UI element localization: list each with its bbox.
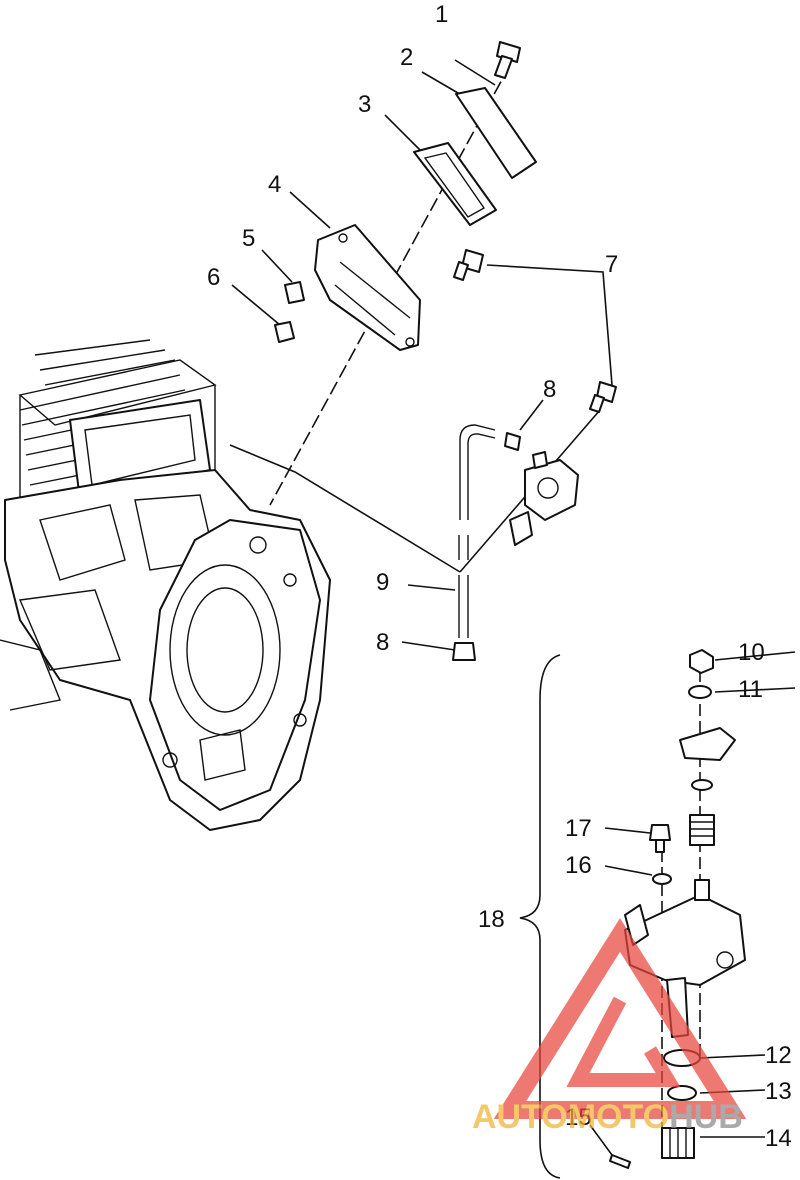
callout-8-upper: 8 <box>543 376 556 403</box>
callout-13: 13 <box>765 1078 792 1105</box>
part-insert-6 <box>274 321 295 343</box>
watermark-auto: AUTO <box>472 1098 568 1136</box>
watermark-hub: HUB <box>669 1098 743 1136</box>
part-hose-bend <box>459 424 496 520</box>
callout-18: 18 <box>478 906 505 933</box>
part-pump-lever <box>679 727 736 761</box>
part-seal-13 <box>667 1085 697 1101</box>
callout-5: 5 <box>242 225 255 252</box>
part-clamp-8-upper <box>504 432 521 451</box>
svg-text:AUTOMOTOHUB: AUTOMOTOHUB <box>472 1098 743 1136</box>
watermark-moto: MOTO <box>568 1098 669 1136</box>
engine-block <box>0 339 331 831</box>
callout-9: 9 <box>376 569 389 596</box>
callout-labels: 1 2 3 4 5 6 7 8 9 8 10 11 17 16 18 12 13… <box>207 1 792 1152</box>
part-pump-housing <box>509 451 579 546</box>
part-oil-reservoir-4 <box>314 224 421 351</box>
part-clamp-8-lower <box>452 642 476 661</box>
part-washer-11 <box>688 685 712 699</box>
part-pin-15 <box>609 1154 631 1169</box>
watermark-triangle-icon <box>493 918 747 1119</box>
callout-10: 10 <box>738 639 765 666</box>
callout-1: 1 <box>435 1 448 28</box>
part-bolt-7 <box>453 249 617 413</box>
callout-12: 12 <box>765 1042 792 1069</box>
automotohub-watermark: AUTOMOTOHUB <box>472 918 747 1136</box>
callout-6: 6 <box>207 264 220 291</box>
callout-11: 11 <box>738 676 763 703</box>
part-spring <box>689 814 715 846</box>
callout-14: 14 <box>765 1125 792 1152</box>
part-hose-9 <box>458 535 469 638</box>
part-cover-plate-2 <box>455 87 537 179</box>
callout-7: 7 <box>605 251 618 278</box>
callout-8-lower: 8 <box>376 629 389 656</box>
callout-17: 17 <box>565 815 592 842</box>
callout-4: 4 <box>268 171 281 198</box>
part-washer-16 <box>652 873 672 885</box>
callout-2: 2 <box>400 44 413 71</box>
part-nut-10 <box>689 649 714 674</box>
callout-16: 16 <box>565 852 592 879</box>
callout-3: 3 <box>358 91 371 118</box>
part-bushing-5 <box>284 281 305 304</box>
part-gear-14 <box>661 1127 695 1159</box>
part-bolt-1 <box>494 41 521 79</box>
part-gasket-3 <box>413 142 497 226</box>
part-bolt-17 <box>649 824 671 853</box>
